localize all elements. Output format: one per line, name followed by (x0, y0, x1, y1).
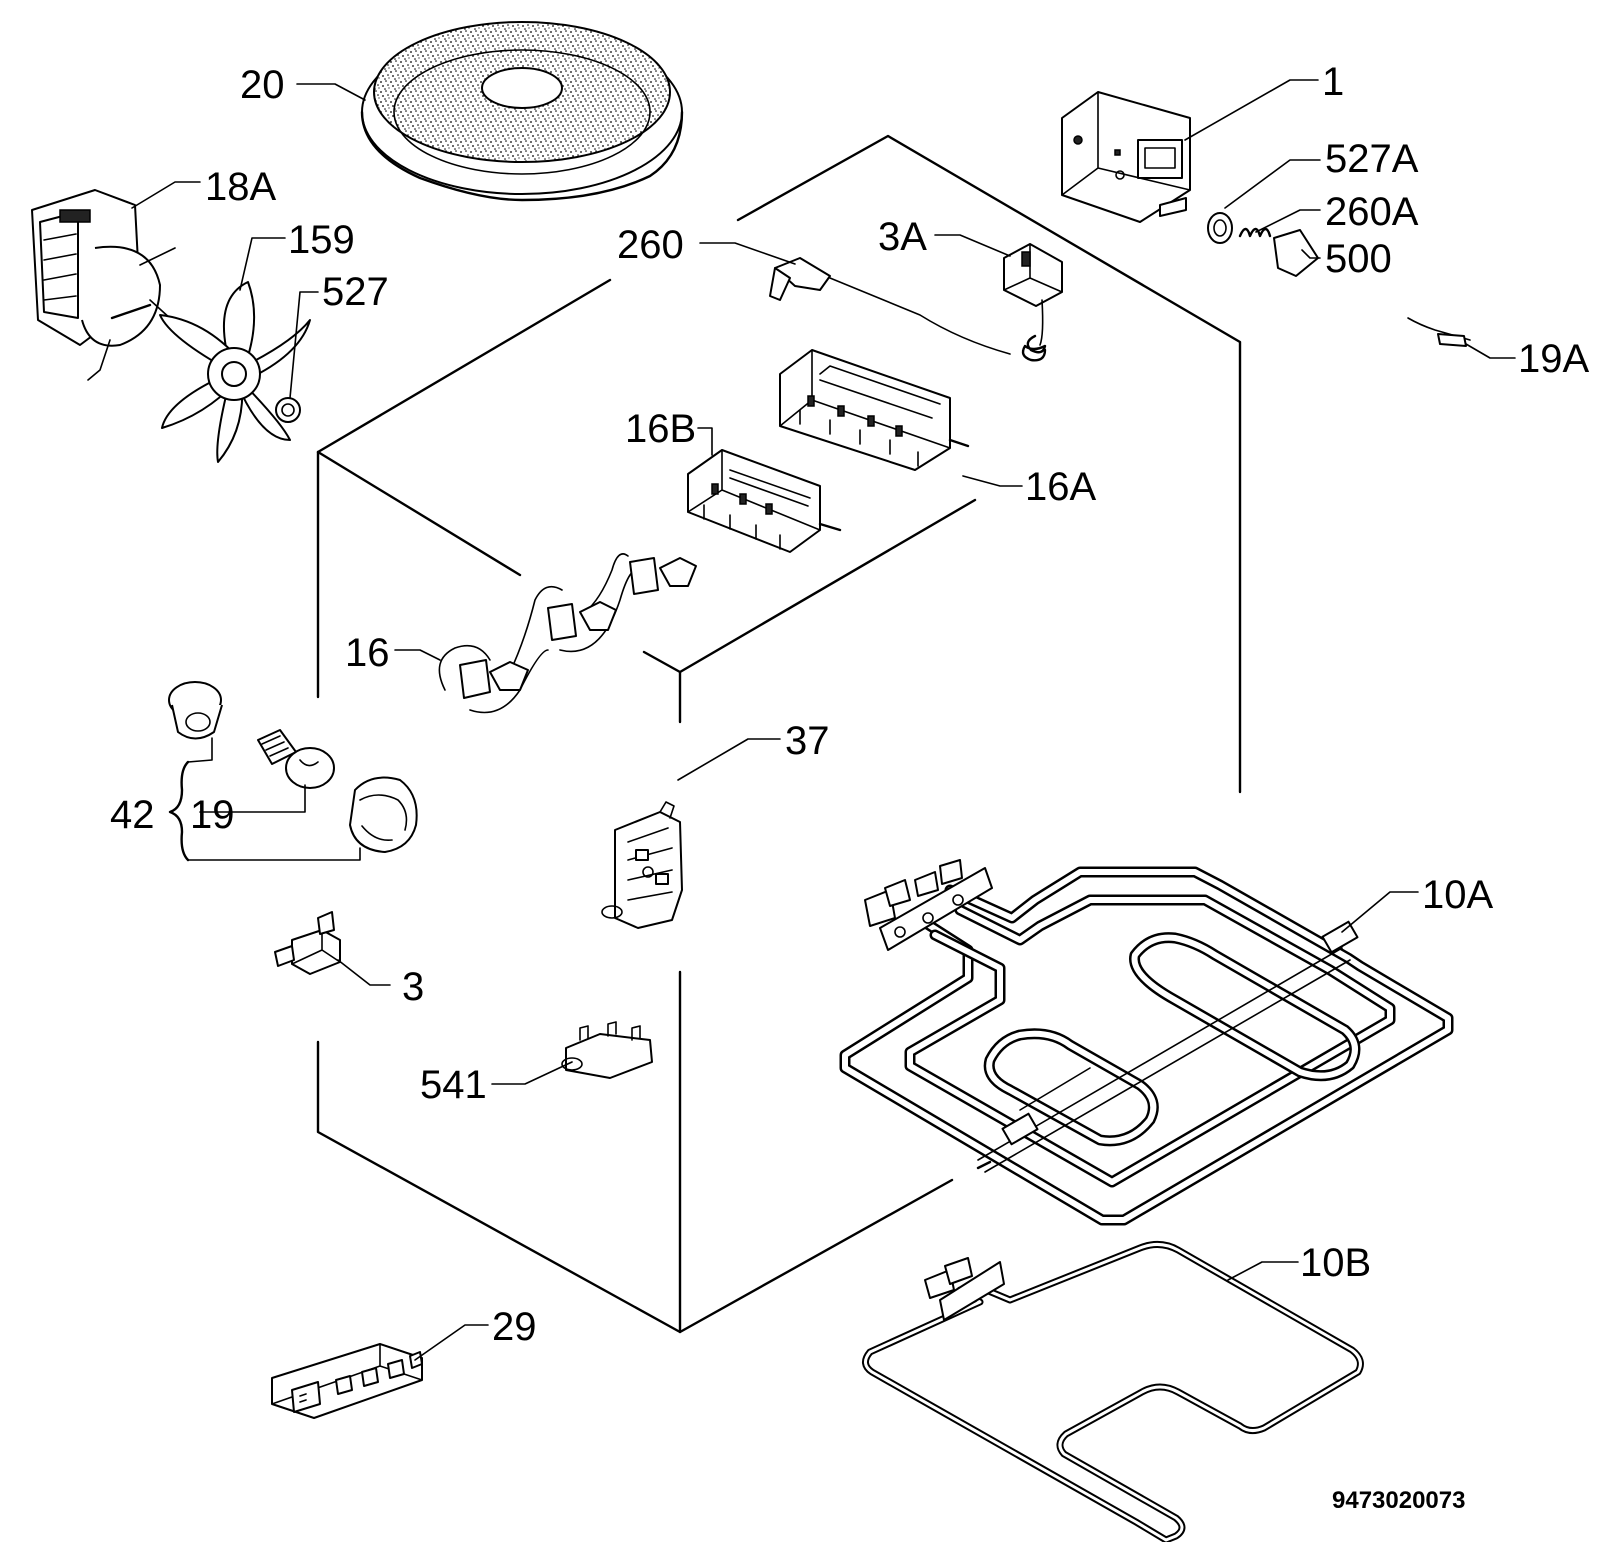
part-selector-switch-small (687, 449, 842, 553)
leader-18a (131, 181, 201, 209)
part-thermostat (769, 243, 1063, 362)
part-timer-module (1061, 91, 1191, 223)
label-42: 42 (110, 793, 155, 837)
leader-260a (1255, 209, 1321, 233)
leader-260 (699, 242, 796, 265)
leader-19a (1465, 343, 1516, 359)
label-37: 37 (785, 719, 830, 763)
leader-541 (491, 1061, 573, 1085)
leader-10b (1227, 1261, 1299, 1281)
leader-159 (239, 237, 286, 291)
part-lamp-cover (349, 776, 418, 853)
label-29: 29 (492, 1305, 537, 1349)
label-541: 541 (420, 1063, 487, 1107)
part-fan-blade (159, 281, 311, 463)
leader-1 (1184, 79, 1319, 141)
part-knob-spring (1238, 227, 1272, 238)
part-switch-set (438, 553, 697, 714)
label-16b: 16B (625, 407, 696, 451)
label-16a: 16A (1025, 465, 1096, 509)
part-fan-motor (31, 189, 176, 381)
label-3a: 3A (878, 215, 927, 259)
label-3: 3 (402, 965, 424, 1009)
label-500: 500 (1325, 237, 1392, 281)
part-lamp-bulb (257, 729, 335, 789)
leader-37 (677, 738, 781, 781)
part-knob (1273, 229, 1319, 277)
label-10b: 10B (1300, 1241, 1371, 1285)
lamp-bracket (168, 737, 361, 862)
label-10a: 10A (1422, 873, 1493, 917)
leader-3 (337, 959, 391, 986)
label-527: 527 (322, 270, 389, 314)
label-20: 20 (240, 63, 285, 107)
part-connector (561, 1021, 653, 1079)
label-1: 1 (1322, 60, 1344, 104)
part-knob-ring (1207, 212, 1233, 244)
leader-527a (1224, 159, 1321, 209)
part-thermal-cutout (274, 911, 341, 975)
part-ignition-unit (271, 1343, 423, 1419)
label-16: 16 (345, 631, 390, 675)
leader-16b (697, 427, 713, 456)
part-selector-switch-large (779, 349, 970, 471)
leader-527 (289, 291, 319, 399)
label-19: 19 (190, 793, 235, 837)
label-260a: 260A (1325, 190, 1419, 234)
diagram-reference-number: 9473020073 (1332, 1487, 1465, 1514)
leader-500 (1301, 249, 1321, 259)
leader-20 (296, 83, 366, 101)
leader-16 (394, 649, 441, 661)
part-lamp-holder (168, 681, 223, 740)
oven-box-outline (316, 134, 1242, 1334)
part-bottom-element (862, 1241, 1364, 1542)
label-527a: 527A (1325, 137, 1419, 181)
leader-10a (1341, 891, 1419, 933)
leader-16a (962, 475, 1023, 487)
label-159: 159 (288, 218, 355, 262)
label-18a: 18A (205, 165, 276, 209)
part-hotplate (360, 21, 684, 202)
part-lamp-wire (1407, 317, 1471, 347)
part-terminal-block (601, 801, 683, 929)
label-19a: 19A (1518, 337, 1589, 381)
leader-3a (934, 234, 1011, 257)
leader-29 (414, 1324, 489, 1361)
label-260: 260 (617, 223, 684, 267)
part-grill-element (839, 859, 1454, 1226)
